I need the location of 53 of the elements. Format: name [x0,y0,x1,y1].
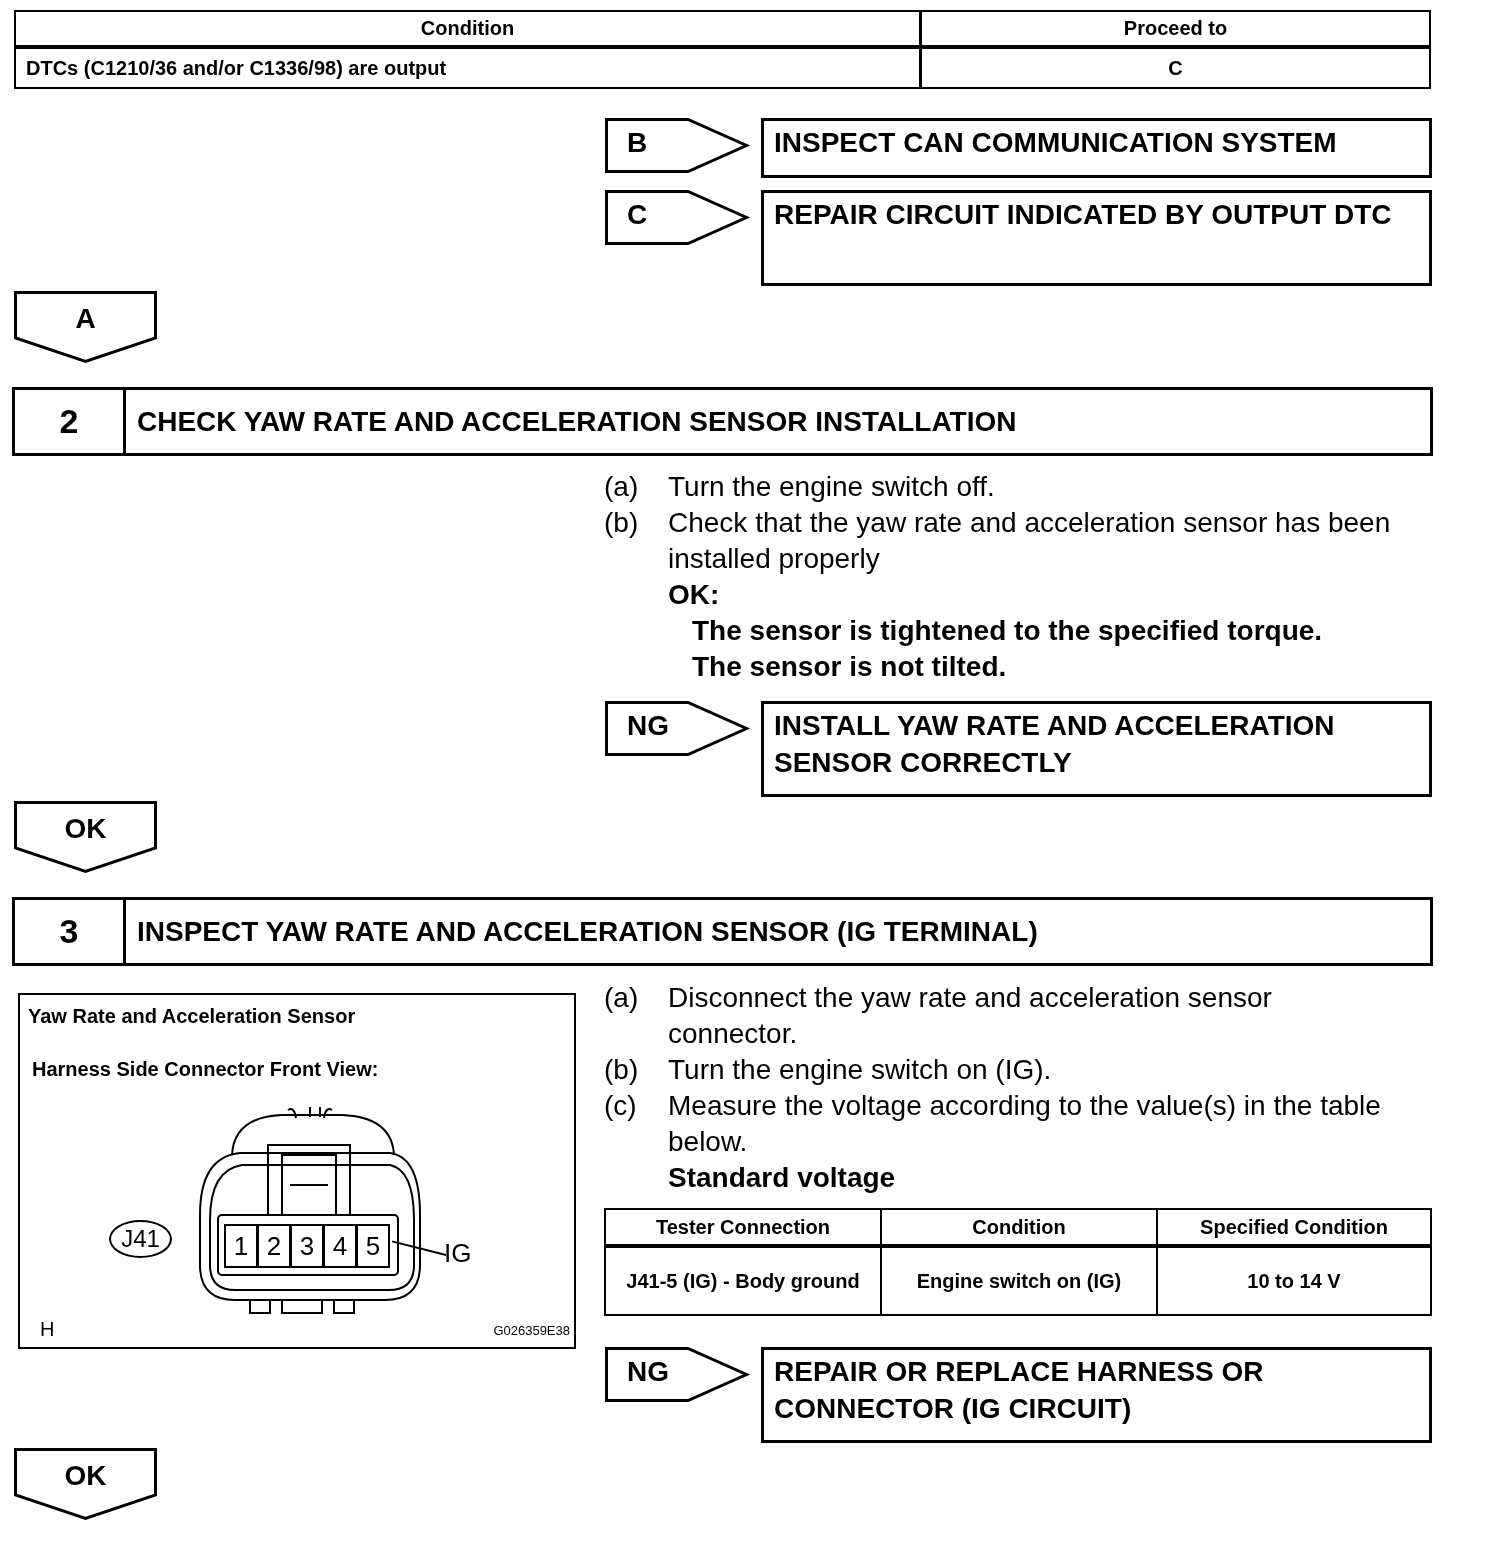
table-header: Condition [14,10,921,49]
spec-heading: OK: [668,578,721,612]
table-cell: 10 to 14 V [1156,1246,1432,1316]
table-cell: C [920,47,1431,89]
leader-line [391,1240,447,1256]
connector-id-oval: J41 [109,1220,172,1258]
spec-heading: Standard voltage [668,1161,897,1195]
table-header: Condition [880,1208,1158,1248]
result-box: INSPECT CAN COMMUNICATION SYSTEM [761,118,1432,178]
branch-arrow-label: NG [605,1347,748,1402]
step-header-bar [12,387,1433,456]
step-marker: (b) [604,506,640,540]
terminal-pin: 5 [356,1224,390,1268]
view-marker: H [40,1318,55,1341]
result-box: REPAIR OR REPLACE HARNESS OR CONNECTOR (IG CIRCUIT) [761,1347,1432,1443]
table-cell: J41-5 (IG) - Body ground [604,1246,882,1316]
branch-arrow-label: C [605,190,748,245]
step-title: CHECK YAW RATE AND ACCELERATION SENSOR INSTALLATION [137,405,1018,439]
table-header: Proceed to [920,10,1431,49]
step-number: 2 [15,390,126,453]
table-cell: DTCs (C1210/36 and/or C1336/98) are output [14,47,921,89]
table-header: Tester Connection [604,1208,882,1248]
spec-text: The sensor is tightened to the specified torque. [692,614,1324,648]
instruction-text: Turn the engine switch off. [668,470,996,504]
step-marker: (b) [604,1053,640,1087]
step-marker: (a) [604,981,640,1015]
result-box: REPAIR CIRCUIT INDICATED BY OUTPUT DTC [761,190,1432,286]
view-caption: Harness Side Connector Front View: [32,1058,379,1081]
result-arrow-label: OK [14,1448,157,1520]
terminal-pin: 3 [290,1224,324,1268]
step-header-bar [12,897,1433,966]
instruction-text: Disconnect the yaw rate and acceleration sensor connector. [668,981,1273,1051]
instruction-text: Turn the engine switch on (IG). [668,1053,1053,1087]
branch-arrow-label: B [605,118,748,173]
step-marker: (a) [604,470,640,504]
figure-code: G026359E38 [492,1323,570,1338]
terminal-pin: 2 [257,1224,291,1268]
table-header: Specified Condition [1156,1208,1432,1248]
instruction-text: Measure the voltage according to the value(s) in the table below. [668,1089,1382,1159]
result-arrow-label: OK [14,801,157,873]
illustration-frame [18,993,576,1349]
result-arrow-label: A [14,291,157,363]
result-box: INSTALL YAW RATE AND ACCELERATION SENSOR CORRECTLY [761,701,1432,797]
terminal-name: IG [444,1238,484,1268]
branch-arrow-label: NG [605,701,748,756]
illustration-title: Yaw Rate and Acceleration Sensor [28,1005,356,1028]
step-title: INSPECT YAW RATE AND ACCELERATION SENSOR (IG TERMINAL) [137,915,1039,949]
step-marker: (c) [604,1089,638,1123]
spec-text: The sensor is not tilted. [692,650,1008,684]
terminal-pin: 1 [224,1224,258,1268]
terminal-pin: 4 [323,1224,357,1268]
step-number: 3 [15,900,126,963]
instruction-text: Check that the yaw rate and acceleration sensor has been installed properly [668,506,1392,576]
